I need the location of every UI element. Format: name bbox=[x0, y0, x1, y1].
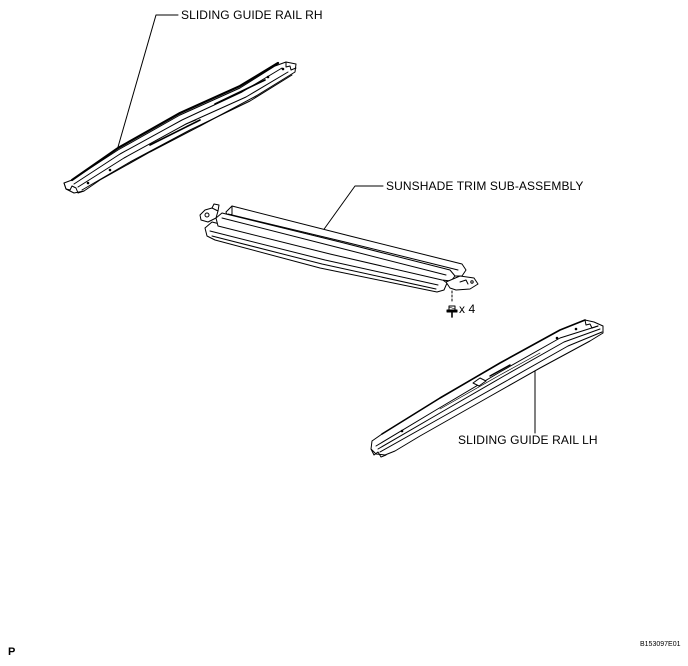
sliding-guide-rail-rh-drawing bbox=[63, 14, 297, 194]
sliding-guide-rail-lh-drawing bbox=[370, 319, 604, 458]
sunshade-trim-drawing bbox=[199, 185, 479, 304]
label-fastener-quantity: x 4 bbox=[459, 302, 476, 316]
label-sliding-guide-rail-rh: SLIDING GUIDE RAIL RH bbox=[181, 8, 323, 22]
corner-mark: P bbox=[8, 646, 16, 658]
figure-id: B153097E01 bbox=[640, 641, 681, 648]
label-sunshade-trim-sub-assembly: SUNSHADE TRIM SUB-ASSEMBLY bbox=[386, 179, 584, 193]
screw-icon bbox=[446, 305, 458, 318]
label-sliding-guide-rail-lh: SLIDING GUIDE RAIL LH bbox=[458, 433, 598, 447]
